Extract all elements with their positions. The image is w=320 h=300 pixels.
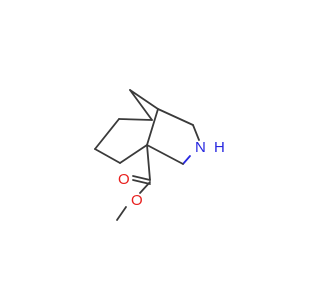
bond-carbonyl-double-2	[132, 179, 151, 185]
ester-bonds	[116, 144, 151, 221]
ring-bonds	[94, 89, 200, 165]
bond-ring-left-1	[118, 118, 153, 121]
bond-carbonyl-to-oxygen	[139, 181, 151, 194]
atom-labels: N H O O	[118, 139, 225, 209]
bond-bridge-right	[129, 89, 159, 110]
hydrogen-label: H	[214, 139, 225, 156]
bond-oxygen-to-methyl	[116, 206, 127, 221]
molecule-diagram: N H O O	[94, 89, 225, 221]
bond-nitrogen-to-ch2	[146, 144, 184, 165]
bond-carbonyl-double-1	[132, 175, 151, 181]
bond-nitrogen-lower-part	[182, 155, 191, 165]
nitrogen-label: N	[195, 139, 206, 156]
bond-ring-left-4	[119, 144, 148, 164]
bond-c-to-nitrogen-upper	[192, 124, 200, 141]
bond-ring-left-3	[94, 148, 121, 164]
bond-bridgehead-right	[146, 108, 159, 146]
ester-oxygen-label: O	[131, 192, 143, 209]
carbonyl-oxygen-label: O	[118, 171, 130, 188]
bond-bridgehead-upper	[157, 108, 194, 126]
bond-ring-left-2	[94, 118, 120, 150]
structure-canvas: N H O O	[94, 89, 225, 221]
bond-bridgehead-to-carbonyl	[146, 144, 151, 181]
bond-bridge-left	[129, 89, 153, 121]
